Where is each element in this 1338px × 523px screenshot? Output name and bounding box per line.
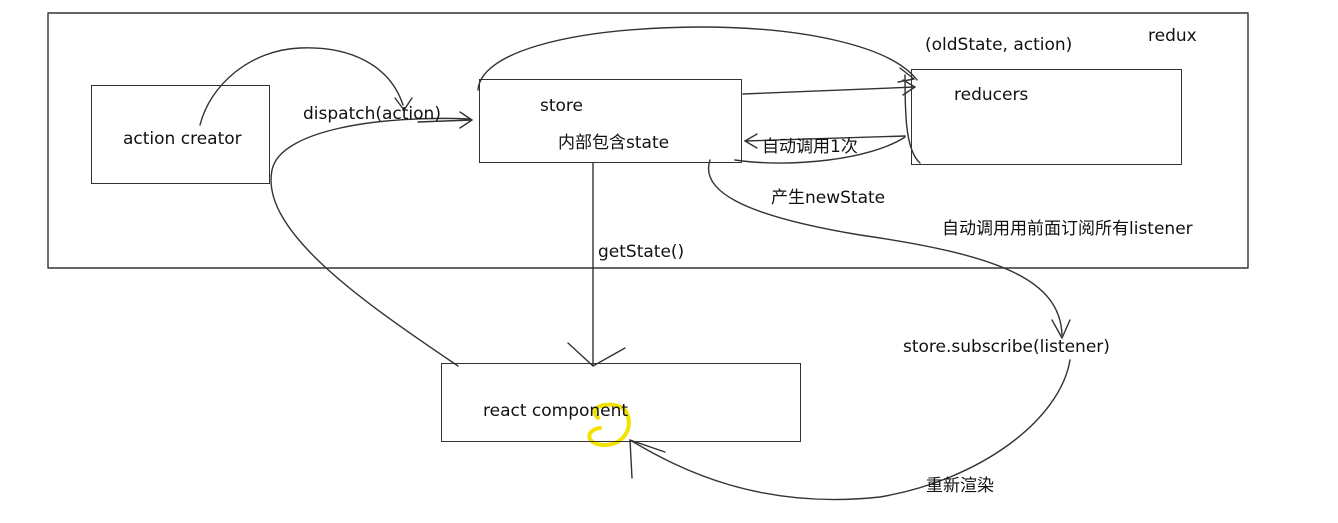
store-to-subscribe-curve bbox=[707, 159, 1063, 336]
getstate-arrowhead bbox=[567, 342, 626, 367]
auto-call-once-label: 自动调用1次 bbox=[762, 137, 858, 157]
getstate-label: getState() bbox=[598, 242, 685, 262]
store-subtitle: 内部包含state bbox=[558, 133, 670, 153]
subscribe-label: store.subscribe(listener) bbox=[903, 337, 1110, 357]
store-box bbox=[479, 79, 742, 163]
rerender-curve bbox=[629, 359, 1071, 501]
dispatch-label: dispatch(action) bbox=[303, 104, 441, 124]
reducers-store-line bbox=[744, 135, 906, 142]
dispatch-arrow bbox=[199, 47, 404, 126]
store-title: store bbox=[540, 96, 583, 116]
rerender-label: 重新渲染 bbox=[926, 476, 994, 496]
subscribe-arrowhead bbox=[1051, 319, 1071, 339]
redux-label: redux bbox=[1148, 26, 1197, 46]
component-to-dispatch-curve bbox=[270, 117, 471, 367]
action-creator-label: action creator bbox=[123, 129, 242, 149]
notify-listeners-label: 自动调用用前面订阅所有listener bbox=[942, 219, 1193, 239]
react-component-label: react component bbox=[483, 401, 629, 421]
store-reducers-line bbox=[742, 86, 916, 95]
reducers-label: reducers bbox=[954, 85, 1029, 105]
rerender-arrowhead bbox=[629, 439, 666, 479]
dispatch-to-store-arrowhead bbox=[459, 111, 473, 129]
action-creator-box bbox=[91, 85, 270, 184]
new-state-label: 产生newState bbox=[771, 188, 886, 208]
reducers-loop bbox=[734, 74, 921, 164]
highlight-scribble bbox=[587, 402, 631, 448]
store-reducers-arrowhead bbox=[902, 79, 916, 96]
dispatch-arrowhead bbox=[394, 97, 413, 111]
react-component-box bbox=[441, 363, 801, 442]
redux-container-border bbox=[47, 12, 1249, 269]
reducers-box bbox=[911, 69, 1182, 165]
store-to-reducers-curve bbox=[477, 26, 918, 91]
reducers-store-arrowhead bbox=[744, 133, 758, 149]
reducer-args-label: (oldState, action) bbox=[925, 35, 1073, 55]
dispatch-to-store-line bbox=[417, 119, 473, 123]
